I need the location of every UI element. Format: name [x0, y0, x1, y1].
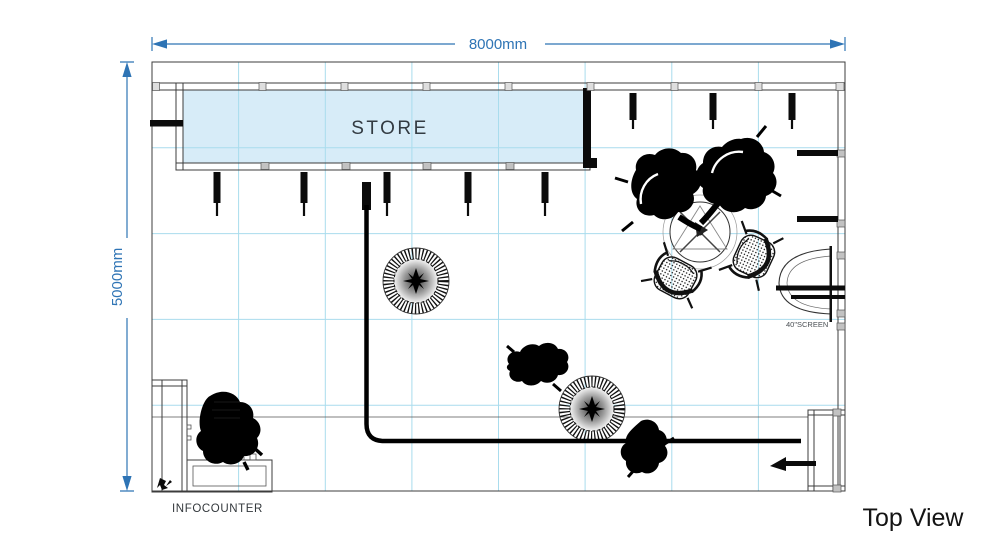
garment-rack-icon	[559, 376, 625, 442]
store-label: STORE	[351, 118, 429, 139]
meeting-table-group	[614, 125, 783, 308]
wall-stub	[150, 120, 183, 127]
garment-rails-icon	[213, 93, 838, 222]
partition-line	[362, 182, 801, 444]
infocounter-icon	[151, 379, 273, 493]
store-right-wall	[583, 88, 591, 166]
closet-structure	[770, 408, 845, 493]
walking-person-icon	[506, 342, 569, 393]
garment-rack-icon	[383, 248, 449, 314]
walking-person-icon	[620, 419, 675, 478]
screen-label: 40"SCREEN	[786, 320, 828, 329]
counter-mark-icon	[157, 478, 172, 490]
counter-person-icon	[196, 391, 264, 471]
seated-person-icon	[614, 148, 703, 233]
page-title: Top View	[863, 504, 965, 532]
store-room	[183, 90, 583, 163]
width-dimension: 8000mm	[151, 36, 846, 53]
height-dimension: 5000mm	[109, 61, 134, 492]
height-dimension-label: 5000mm	[109, 248, 126, 306]
store-walls	[150, 82, 597, 171]
width-dimension-label: 8000mm	[469, 36, 527, 53]
seated-person-icon	[696, 125, 782, 226]
screen-icon	[776, 246, 845, 322]
infocounter-label: INFOCOUNTER	[172, 503, 263, 515]
